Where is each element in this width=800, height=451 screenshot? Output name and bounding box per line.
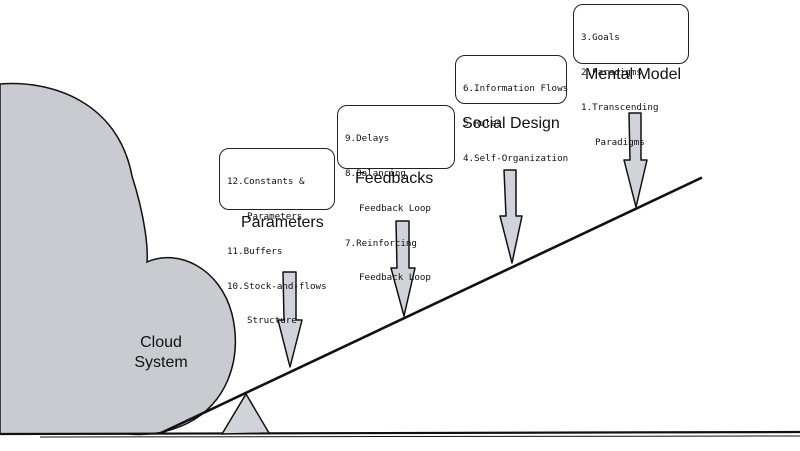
level-title-feedbacks: Feedbacks bbox=[355, 170, 434, 187]
fulcrum bbox=[220, 392, 271, 435]
cloud-label-line-2: System bbox=[134, 354, 188, 371]
cloud-label: Cloud System bbox=[110, 333, 212, 373]
list-item: 4.Self-Organization bbox=[463, 152, 569, 164]
list-item-continuation: Parameters bbox=[247, 210, 303, 222]
list-item-continuation: Feedback Loop bbox=[359, 272, 431, 284]
list-item: 2.Paradigms bbox=[581, 66, 642, 78]
list-item: 3.Goals bbox=[581, 32, 620, 44]
ground-line bbox=[0, 430, 800, 436]
cloud-shape bbox=[0, 82, 236, 436]
list-item: 5.Rules bbox=[463, 117, 502, 129]
level-title-parameters: Parameters bbox=[241, 214, 324, 231]
list-item-continuation: Paradigms bbox=[595, 136, 645, 148]
level-title-mental-model: Mental Model bbox=[585, 66, 682, 83]
cloud-label-line-1: Cloud bbox=[140, 334, 182, 351]
list-item: 1.Transcending bbox=[581, 101, 659, 113]
ground-line-shadow bbox=[39, 435, 800, 438]
list-item: 6.Information Flows bbox=[463, 83, 569, 95]
force-arrow-2 bbox=[390, 220, 416, 317]
lever bbox=[159, 176, 703, 435]
list-item: 9.Delays bbox=[345, 133, 390, 145]
list-item: 12.Constants & bbox=[227, 176, 305, 188]
level-title-social-design: Social Design bbox=[462, 115, 560, 132]
list-item-continuation: Structure bbox=[247, 315, 297, 327]
social-design-box: 6.Information Flows 5.Rules 4.Self-Organ… bbox=[455, 55, 569, 164]
parameters-box: 12.Constants & Parameters 11.Buffers 10.… bbox=[219, 148, 335, 326]
mental-model-box: 3.Goals 2.Paradigms 1.Transcending Parad… bbox=[573, 4, 689, 148]
force-arrow-3 bbox=[499, 169, 523, 264]
list-item-continuation: Feedback Loop bbox=[359, 202, 431, 214]
force-arrow-1 bbox=[277, 271, 303, 368]
force-arrow-4 bbox=[623, 112, 648, 208]
feedbacks-box: 9.Delays 8.Balancing Feedback Loop 7.Rei… bbox=[337, 105, 455, 283]
list-item: 11.Buffers bbox=[227, 245, 283, 257]
list-item: 7.Reinforcing bbox=[345, 237, 417, 249]
list-item: 8.Balancing bbox=[345, 167, 406, 179]
list-item: 10.Stock-and-flows bbox=[227, 280, 327, 292]
